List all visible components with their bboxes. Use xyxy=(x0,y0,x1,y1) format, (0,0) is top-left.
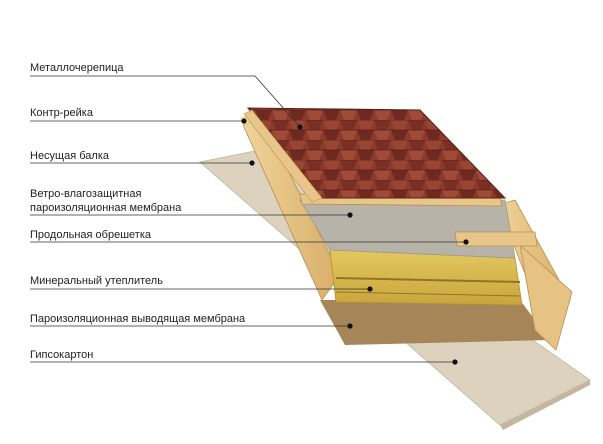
label-counter-batten: Контр-рейка xyxy=(30,107,93,119)
vapor-membrane-layer xyxy=(320,300,550,345)
leader-metal-tile xyxy=(30,75,301,128)
label-wind-membrane-line-1: Ветро-влагозащитная xyxy=(30,188,142,200)
dot-vapor-membrane xyxy=(347,323,353,329)
counter-batten-strip xyxy=(243,109,323,203)
label-bearing-beam: Несущая балка xyxy=(30,150,109,162)
dot-counter-batten xyxy=(241,118,247,124)
lathing-board-1 xyxy=(454,231,538,247)
label-metal-tile: Металлочерепица xyxy=(30,62,124,74)
label-vapor-membrane: Пароизоляционная выводящая мембрана xyxy=(30,313,246,325)
label-drywall: Гипсокартон xyxy=(30,349,94,361)
dot-insulation xyxy=(367,286,373,292)
label-wind-membrane: Ветро-влагозащитная пароизоляционная мем… xyxy=(30,187,181,215)
dot-bearing-beam xyxy=(249,160,255,166)
wind-membrane-layer xyxy=(299,199,516,259)
label-longitudinal-lathing: Продольная обрешетка xyxy=(30,229,151,241)
drywall-edge xyxy=(500,380,590,430)
label-mineral-insulation: Минеральный утеплитель xyxy=(30,275,163,287)
label-wind-membrane-line-2: пароизоляционная мембрана xyxy=(30,202,182,214)
dot-drywall xyxy=(452,359,458,365)
beam-right-face xyxy=(519,243,573,351)
dot-wind-membrane xyxy=(347,212,353,218)
dot-metal-tile xyxy=(297,124,303,130)
dot-lathing xyxy=(463,239,469,245)
